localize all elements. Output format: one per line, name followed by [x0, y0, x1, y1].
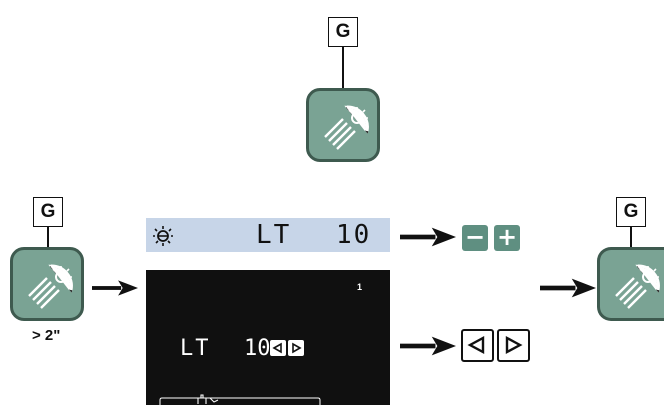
callout-g-left: G — [33, 197, 63, 227]
arrow-icon — [92, 278, 138, 298]
minus-key[interactable]: − — [462, 225, 488, 251]
arrow-icon — [400, 336, 456, 356]
light-button-top[interactable] — [306, 88, 380, 162]
right-triangle-icon — [292, 342, 302, 354]
light-switch-icon — [608, 256, 664, 318]
arrow-icon — [400, 227, 456, 247]
light-switch-icon — [317, 97, 375, 159]
right-triangle-icon — [505, 335, 523, 355]
left-nav-key[interactable] — [461, 329, 494, 362]
plus-key[interactable]: + — [494, 225, 520, 251]
panel-left-key — [270, 340, 286, 356]
light-button-left[interactable] — [10, 247, 84, 321]
left-triangle-icon — [467, 335, 485, 355]
lcd-strip-value: 10 — [336, 220, 372, 250]
panel-corner-number: 1 — [357, 282, 363, 292]
left-triangle-icon — [272, 342, 282, 354]
light-button-right[interactable] — [597, 247, 664, 321]
panel-bottom-bar — [159, 394, 321, 406]
callout-g-top: G — [328, 17, 358, 47]
lcd-strip-mode: LT — [256, 220, 292, 250]
callout-stem — [342, 47, 344, 92]
callout-g-right: G — [616, 197, 646, 227]
long-press-label: > 2" — [32, 327, 61, 344]
callout-stem — [47, 227, 49, 250]
arrow-icon — [540, 278, 596, 298]
right-nav-key[interactable] — [497, 329, 530, 362]
lcd-strip: LT 10 — [146, 218, 390, 252]
panel-right-key — [288, 340, 304, 356]
panel-mode: LT — [180, 336, 211, 361]
callout-stem — [630, 227, 632, 250]
light-switch-icon — [21, 256, 79, 318]
sun-icon — [153, 226, 173, 246]
drink-icon — [197, 394, 219, 404]
display-panel: 1 LT 10 — [146, 270, 390, 406]
panel-value: 10 — [244, 336, 271, 361]
